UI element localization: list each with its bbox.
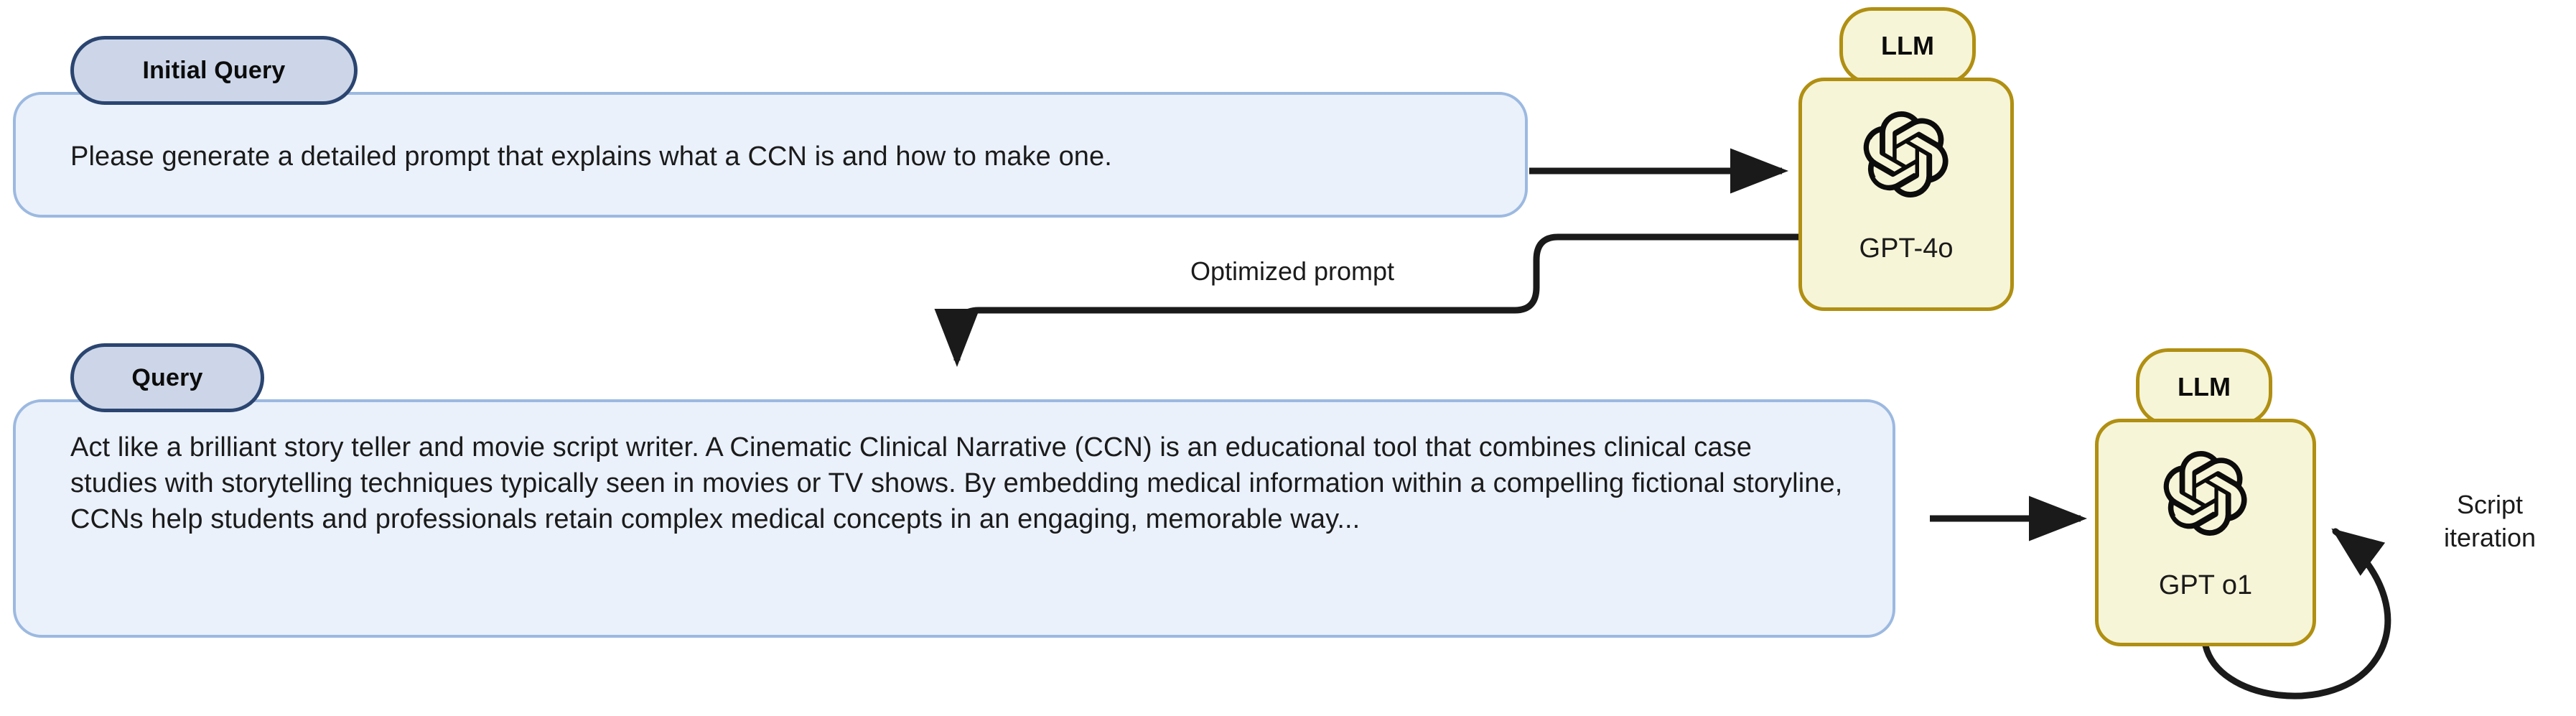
query-badge-label: Query: [131, 363, 203, 391]
llm-top-tab: LLM: [1839, 7, 1976, 85]
openai-logo-icon: [2163, 450, 2248, 539]
optimized-prompt-label: Optimized prompt: [1190, 256, 1395, 286]
llm-bottom-tab: LLM: [2136, 348, 2272, 426]
query-box: [13, 399, 1895, 638]
initial-query-text: Please generate a detailed prompt that e…: [70, 141, 1112, 172]
query-text: Act like a brilliant story teller and mo…: [70, 432, 1843, 534]
llm-bottom-body: GPT o1: [2095, 419, 2316, 646]
initial-query-badge-label: Initial Query: [142, 56, 286, 84]
initial-query-box: [13, 92, 1528, 218]
llm-top-tab-label: LLM: [1881, 31, 1934, 60]
llm-bottom-tab-label: LLM: [2178, 372, 2231, 401]
script-iteration-label: Script iteration: [2443, 490, 2537, 552]
initial-query-badge: Initial Query: [70, 36, 358, 105]
llm-top-model-label: GPT-4o: [1859, 233, 1954, 264]
query-badge: Query: [70, 343, 264, 412]
llm-bottom-model-label: GPT o1: [2158, 570, 2253, 600]
openai-logo-icon: [1863, 111, 1949, 201]
llm-top-body: GPT-4o: [1798, 78, 2014, 311]
